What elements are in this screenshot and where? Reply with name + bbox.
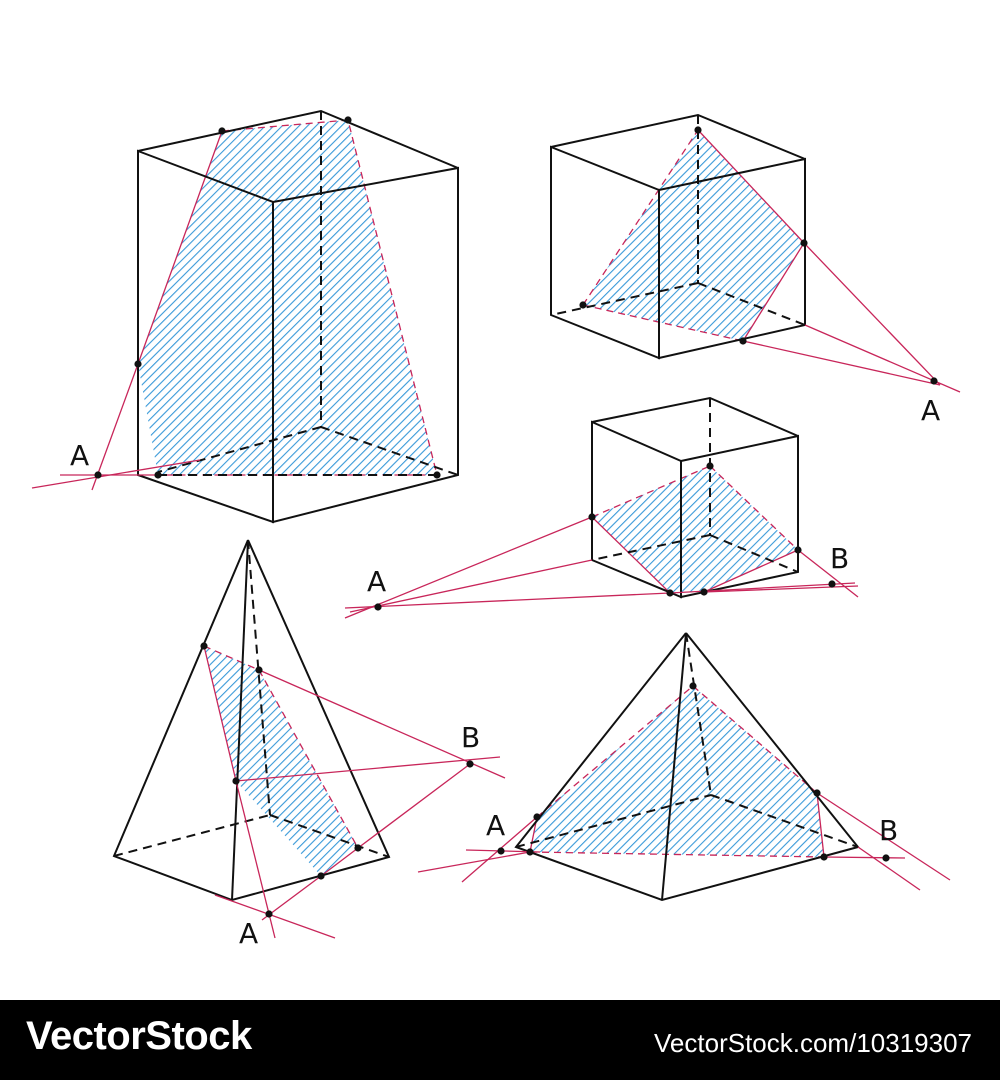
- point-label-a: A: [70, 439, 89, 472]
- point-label-a: A: [486, 809, 505, 842]
- cube-middle-section: [592, 466, 798, 593]
- point-label-b: B: [461, 721, 480, 754]
- square-pyramid-figure: A B: [417, 632, 951, 902]
- watermark-footer: VectorStock VectorStock.com/10319307: [0, 1000, 1000, 1080]
- point-label-b: B: [830, 542, 849, 575]
- tall-prism-figure: A: [31, 109, 459, 524]
- brand-logo: VectorStock: [26, 1014, 252, 1058]
- point-label-a: A: [239, 917, 258, 950]
- prism-section: [138, 120, 437, 475]
- point-label-a: A: [921, 394, 940, 427]
- prism-right-face: [272, 166, 459, 524]
- geometry-diagram: A A: [31, 109, 961, 950]
- pyramid-section: [204, 646, 358, 876]
- point-label-b: B: [879, 814, 898, 847]
- cube-section: [583, 130, 804, 341]
- section-outline: [158, 119, 438, 476]
- cube-top-right-figure: A: [550, 113, 961, 427]
- tetrahedral-pyramid-figure: B A: [112, 539, 506, 950]
- square-pyramid-section: [530, 686, 824, 857]
- stock-url: VectorStock.com/10319307: [654, 1028, 972, 1058]
- cube-middle-figure: A B: [344, 396, 859, 619]
- point-label-a: A: [367, 565, 386, 598]
